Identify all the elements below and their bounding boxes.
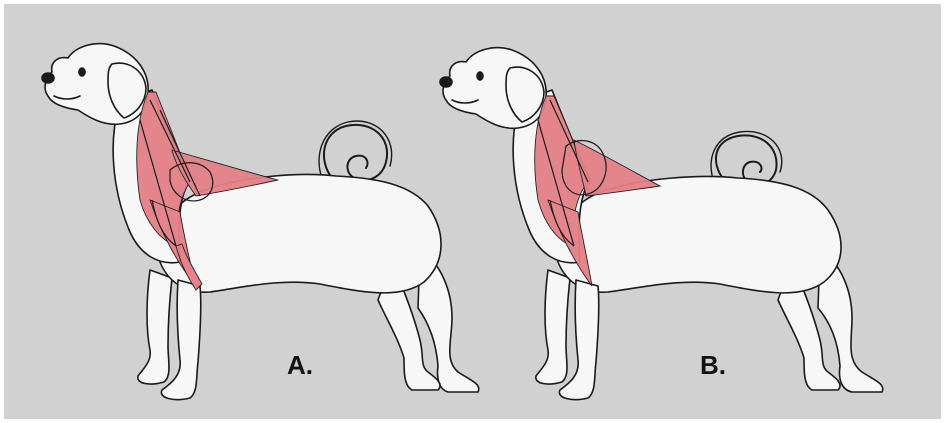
nose-icon — [42, 73, 54, 83]
dog-figure-a — [42, 44, 479, 400]
figure-label-a: A. — [287, 350, 313, 381]
dog-figure-b — [440, 48, 883, 400]
nose-icon — [440, 77, 452, 87]
curled-tail-icon — [324, 125, 387, 180]
eye-icon — [79, 68, 85, 76]
figure-label-b: B. — [700, 350, 726, 381]
eye-icon — [477, 72, 483, 80]
